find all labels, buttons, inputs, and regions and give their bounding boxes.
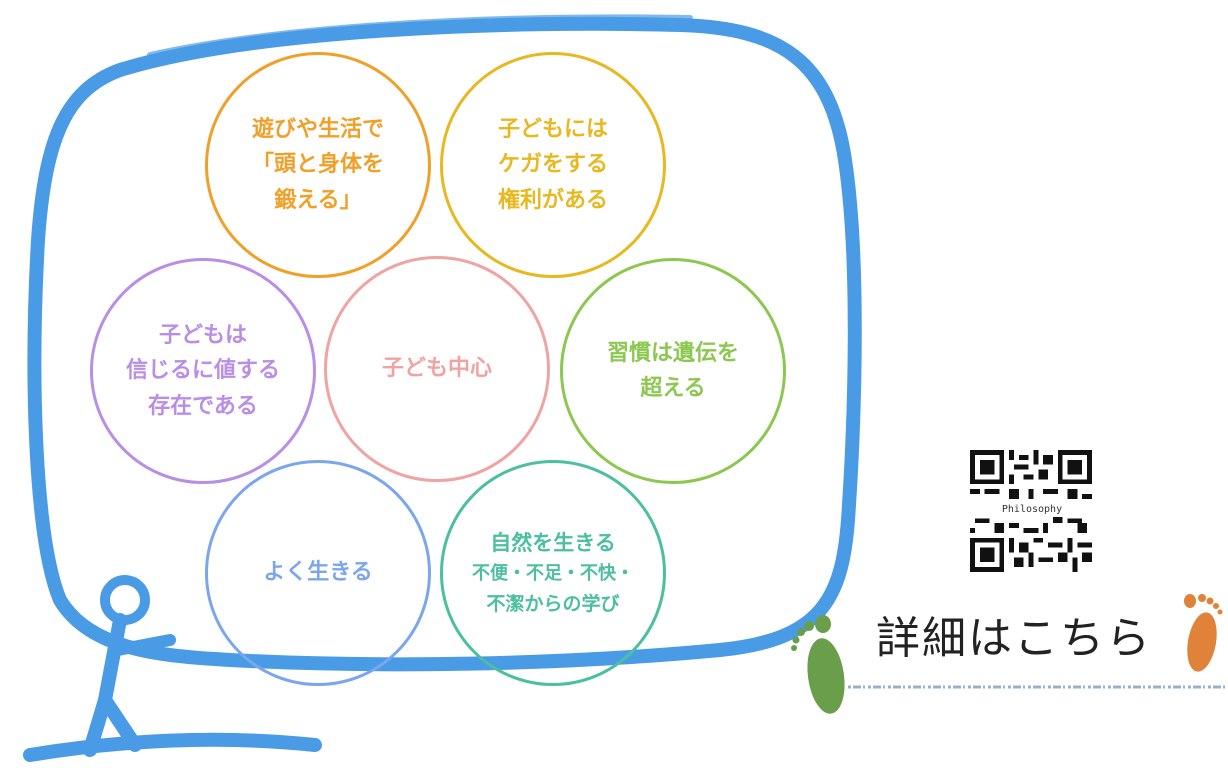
circle-right-to-get-hurt: 子どもには ケガをする 権利がある xyxy=(440,52,666,278)
circle-child-centered: 子ども中心 xyxy=(324,256,550,482)
circle-text-line: 超える xyxy=(640,376,706,401)
circle-text-line: 遊びや生活で xyxy=(251,117,384,143)
circle-text-line: よく生きる xyxy=(263,560,373,586)
circle-habit-over-heredity: 習慣は遺伝を 超える xyxy=(560,258,786,484)
circle-text-line: 鍛える」 xyxy=(274,187,362,213)
circle-text-line: ケガをする xyxy=(497,152,608,178)
circle-text-line: 子ども中心 xyxy=(381,356,492,382)
circle-text-line: 子どもは xyxy=(158,323,247,349)
circle-text-line: 不潔からの学び xyxy=(486,593,620,615)
circle-text-line: 存在である xyxy=(148,393,258,419)
circle-live-well: よく生きる xyxy=(205,460,431,686)
qr-code-label: Philosophy xyxy=(1000,503,1064,517)
dotted-underline xyxy=(848,685,1228,689)
stick-figure-icon xyxy=(23,575,322,762)
circle-text-line: 信じるに値する xyxy=(125,358,280,384)
details-link[interactable]: 詳細はこちら xyxy=(876,613,1152,664)
circle-text-line: 習慣は遺伝を xyxy=(606,340,739,366)
circle-text-line: 権利がある xyxy=(497,187,608,213)
circle-text-line: 子どもには xyxy=(497,117,608,143)
circle-play-and-life: 遊びや生活で 「頭と身体を 鍛える」 xyxy=(205,52,431,278)
green-footprint-icon xyxy=(791,615,845,714)
circle-children-worthy-of-trust: 子どもは 信じるに値する 存在である xyxy=(90,258,316,484)
circle-text-line: 不便・不足・不快・ xyxy=(472,563,634,585)
circle-text-line: 「頭と身体を xyxy=(251,152,384,178)
orange-footprint-icon xyxy=(1184,594,1223,672)
circle-live-with-nature: 自然を生きる 不便・不足・不快・ 不潔からの学び xyxy=(440,460,666,686)
circle-text-line: 自然を生きる xyxy=(490,530,616,555)
